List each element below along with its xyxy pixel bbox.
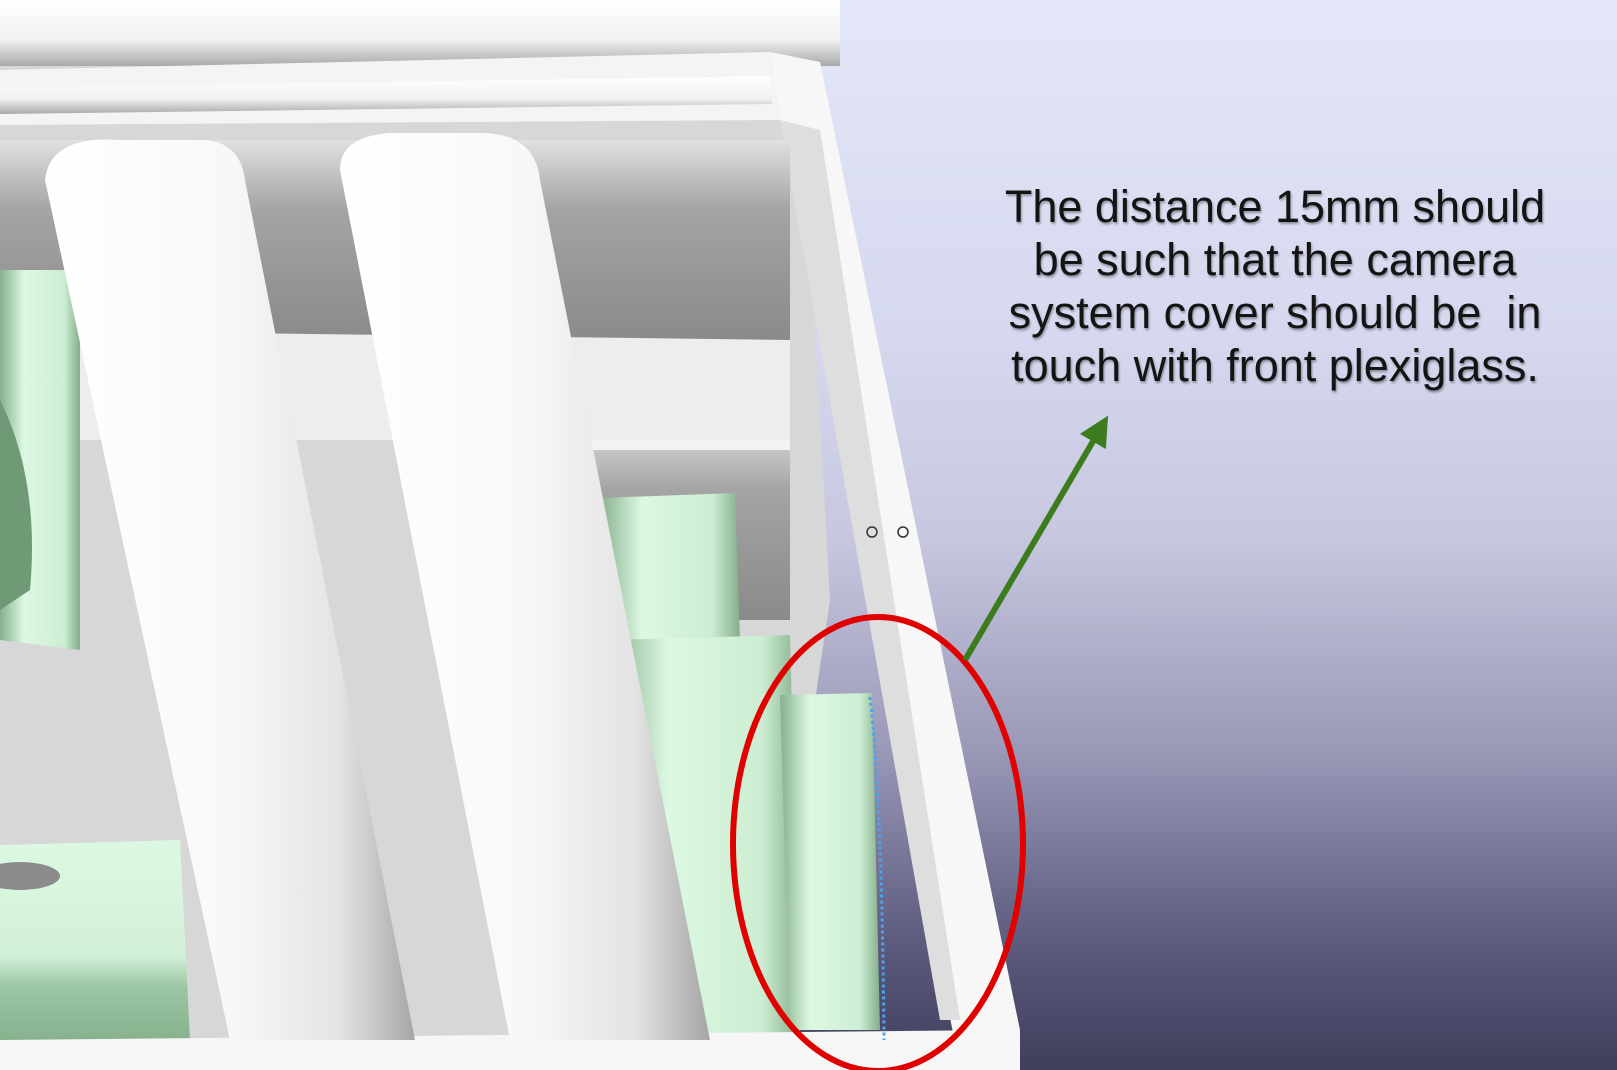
front-plexiglass-shadow [780,120,960,1020]
slanted-rod-right [340,132,710,1040]
annotation-line-4: touch with front plexiglass. [1011,340,1539,391]
mounting-hole [0,862,60,890]
annotation-callout-text: The distance 15mm should be such that th… [975,180,1575,392]
center-green-block-top [600,493,740,640]
cad-model-assembly [0,0,960,1070]
bottom-left-green-block [0,840,190,1050]
marker-point-1[interactable] [866,526,878,538]
ellipse-highlight-icon [730,614,1026,1070]
top-plate-groove [0,76,772,114]
left-green-clamp-slot [0,400,32,610]
camera-system-cover [780,693,880,1030]
annotation-line-3: system cover should be in [1008,287,1542,338]
marker-point-2[interactable] [897,526,909,538]
slanted-rod-left [45,139,415,1040]
annotation-line-1: The distance 15mm should [1004,181,1546,232]
arrow-up-right-icon [962,415,1109,662]
annotation-line-2: be such that the camera [1033,234,1517,285]
distance-15mm-edge-line [868,696,886,1041]
